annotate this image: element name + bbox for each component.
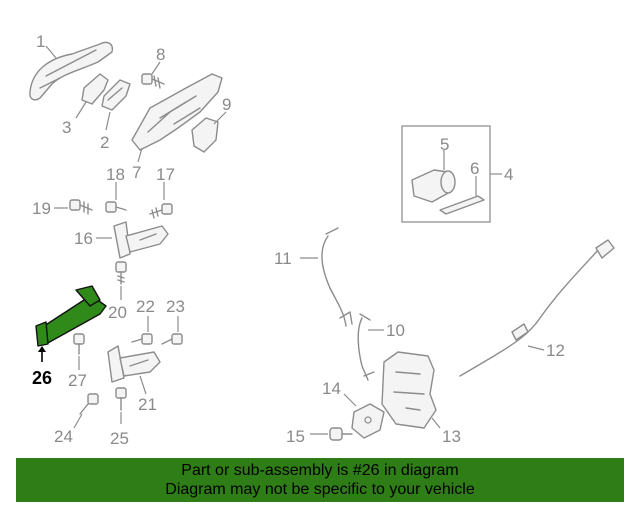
callout-2[interactable]: 2 [100,133,109,152]
callout-7[interactable]: 7 [132,163,141,182]
part-16-upper-hinge[interactable] [113,221,169,259]
part-7-handle-frame[interactable] [131,73,223,151]
part-21-lower-hinge[interactable] [107,345,161,383]
part-26-door-check[interactable] [35,285,107,347]
part-14-bracket[interactable] [351,403,385,439]
callout-15[interactable]: 15 [286,427,305,446]
part-2-gasket[interactable] [101,79,131,111]
callout-14[interactable]: 14 [322,379,341,398]
part-11-rod[interactable] [321,227,353,327]
part-20-bolt[interactable] [115,261,127,285]
part-22-bolt[interactable] [131,333,153,345]
callout-21[interactable]: 21 [138,395,157,414]
callout-19[interactable]: 19 [32,199,51,218]
part-27-bolt[interactable] [73,333,85,355]
callout-3[interactable]: 3 [62,118,71,137]
callout-11[interactable]: 11 [274,249,292,268]
callout-5[interactable]: 5 [440,135,449,154]
callout-10[interactable]: 10 [386,321,405,340]
callout-22[interactable]: 22 [136,297,155,316]
part-12-cable[interactable] [459,239,615,377]
callout-23[interactable]: 23 [166,297,185,316]
callout-9[interactable]: 9 [222,95,231,114]
part-18-bolt[interactable] [105,201,127,213]
part-5-lock-cylinder[interactable] [411,169,456,203]
callout-12[interactable]: 12 [546,341,565,360]
callout-20[interactable]: 20 [108,303,127,322]
callout-6[interactable]: 6 [470,159,479,178]
callout-25[interactable]: 25 [110,429,129,448]
callout-13[interactable]: 13 [442,427,461,446]
part-8-bolt[interactable] [141,73,165,89]
callout-8[interactable]: 8 [156,45,165,64]
callout-4[interactable]: 4 [504,165,513,184]
part-23-bolt[interactable] [161,333,183,345]
part-1-outer-handle[interactable] [29,41,114,101]
part-9-clip[interactable] [191,117,219,153]
callout-1[interactable]: 1 [36,32,45,51]
callout-24[interactable]: 24 [54,427,73,446]
part-24-bolt[interactable] [79,393,99,415]
callout-17[interactable]: 17 [156,165,175,184]
part-6-key[interactable] [439,195,485,215]
part-15-bolt[interactable] [329,427,353,441]
part-13-latch[interactable] [381,351,437,429]
banner-line-2: Diagram may not be specific to your vehi… [165,481,475,498]
callout-16[interactable]: 16 [74,229,93,248]
callout-26[interactable]: 26 [32,368,52,388]
part-notice-banner: Part or sub-assembly is #26 in diagram D… [16,458,624,502]
part-17-bolt[interactable] [149,203,173,219]
part-10-rod[interactable] [357,313,375,381]
part-3-bracket[interactable] [81,73,109,105]
callout-18[interactable]: 18 [106,165,125,184]
part-19-bolt[interactable] [69,199,93,215]
callout-27[interactable]: 27 [68,371,87,390]
part-25-bolt[interactable] [115,387,127,411]
banner-line-1: Part or sub-assembly is #26 in diagram [181,462,459,479]
